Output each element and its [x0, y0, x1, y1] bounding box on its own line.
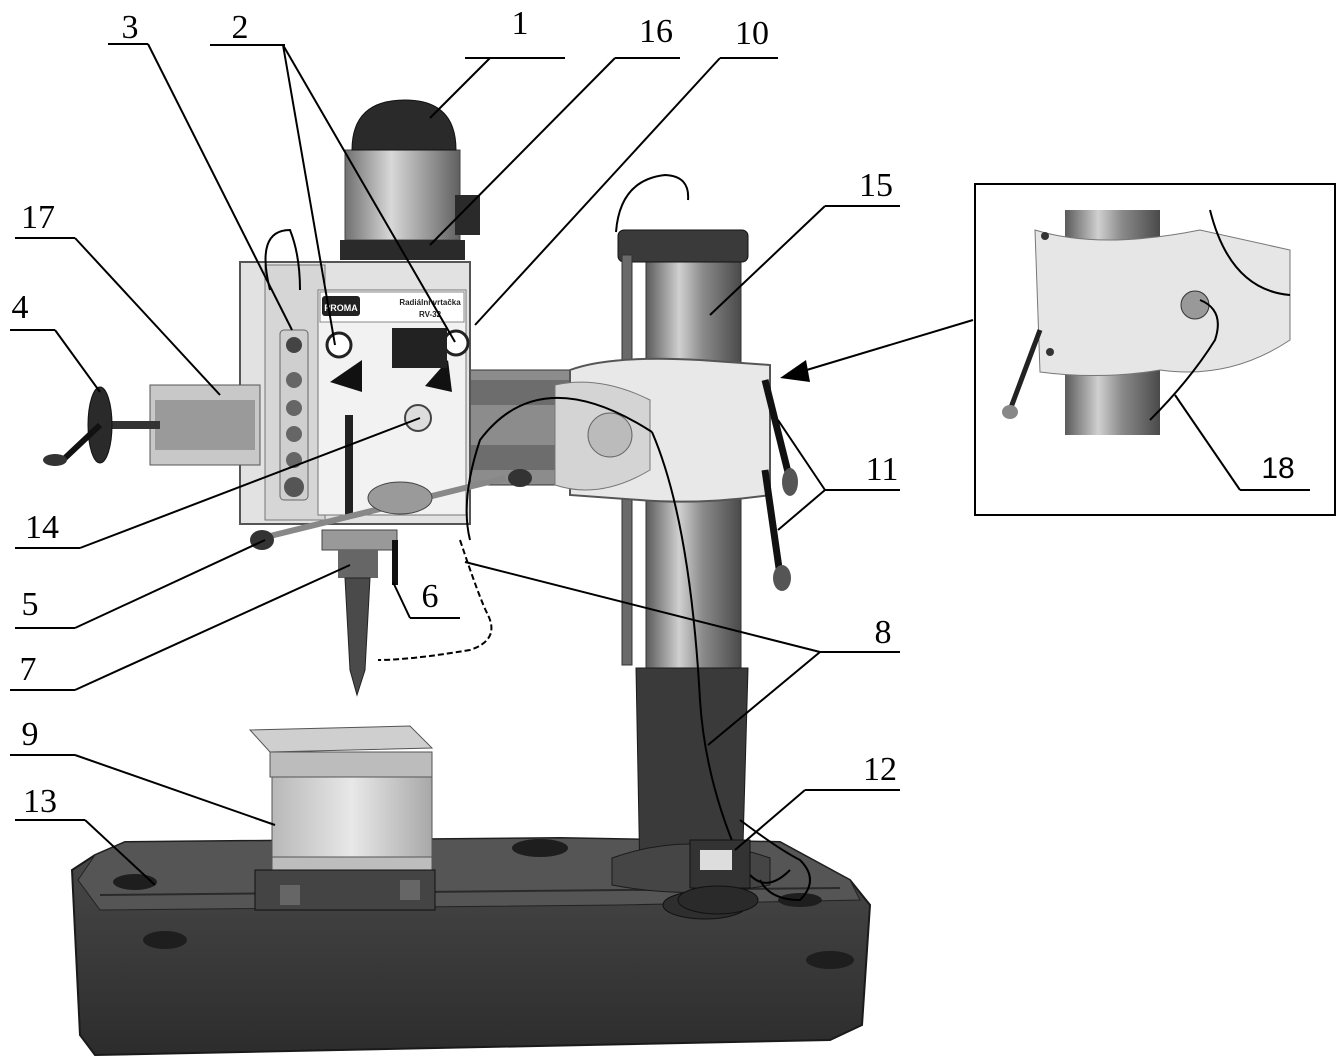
brand-logo: PROMA [324, 303, 358, 313]
leader-lines [10, 43, 1310, 886]
coolant-hose [377, 396, 811, 902]
callout-15: 15 [859, 167, 893, 204]
callout-10: 10 [735, 15, 769, 52]
callout-8: 8 [875, 614, 892, 651]
callout-17: 17 [21, 199, 55, 236]
spindle [321, 529, 398, 697]
callout-7: 7 [20, 651, 37, 688]
callout-5: 5 [22, 586, 39, 623]
callout-16: 16 [639, 13, 673, 50]
plate-title: Radiální vrtačka [399, 298, 461, 307]
callout-6: 6 [422, 578, 439, 615]
clamping-levers [761, 379, 798, 591]
callout-18: 18 [1261, 452, 1294, 485]
plate-model: RV-32 [419, 310, 442, 319]
callout-2: 2 [232, 9, 249, 46]
drill-head: PROMA Radiální vrtačka RV-32 [239, 261, 471, 525]
callout-numbers: 1 2 3 4 5 6 7 8 9 10 11 12 13 14 15 16 1… [12, 5, 1295, 820]
handwheel-assembly [43, 228, 301, 466]
detail-inset [974, 183, 1336, 516]
callout-13: 13 [23, 783, 57, 820]
coolant-pump [677, 839, 759, 915]
callout-1: 1 [512, 5, 529, 42]
column [611, 173, 771, 893]
callout-4: 4 [12, 289, 29, 326]
arm-sleeve [554, 357, 771, 503]
callout-11: 11 [866, 451, 899, 488]
callout-3: 3 [122, 9, 139, 46]
feed-handles [250, 469, 532, 550]
callout-14: 14 [25, 509, 59, 546]
callout-12: 12 [863, 751, 897, 788]
box-table [248, 725, 436, 911]
callout-9: 9 [22, 716, 39, 753]
